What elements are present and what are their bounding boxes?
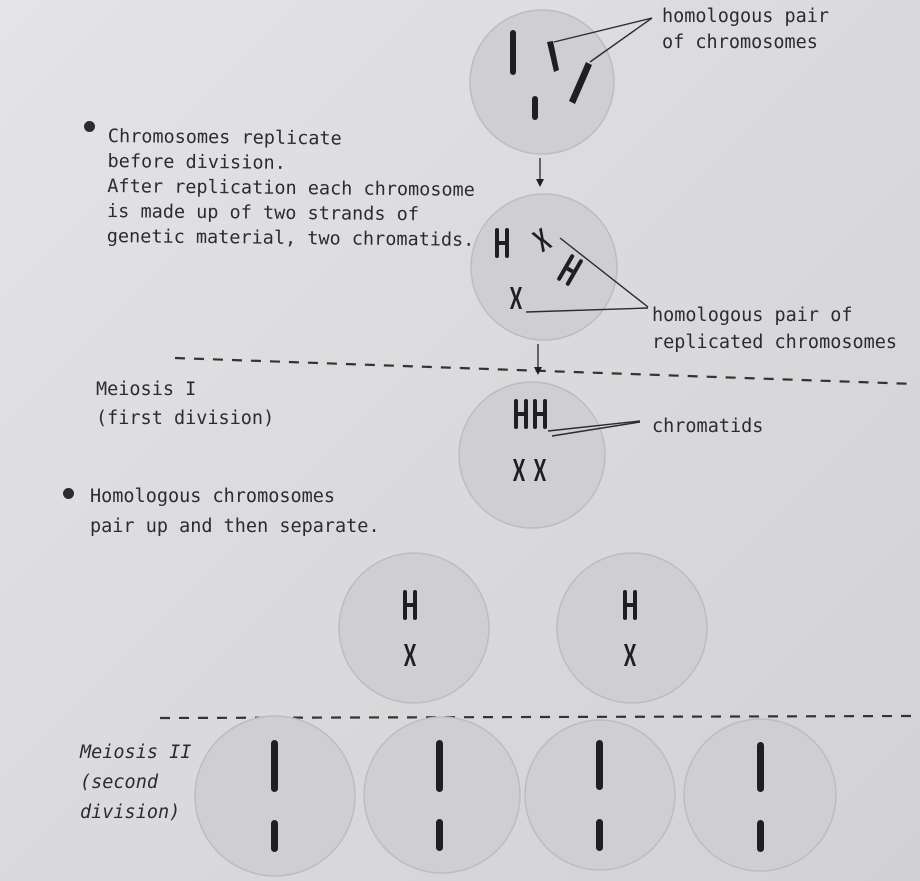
meiosis-ii-title: Meiosis II (second division): [80, 742, 192, 823]
cell-daughter-right: [556, 552, 708, 704]
cell-meiosis-ii-2: [363, 716, 521, 874]
chromosome: [436, 819, 443, 851]
chromosome: [532, 96, 538, 120]
cell-meiosis-ii-4: [683, 718, 837, 872]
cell-meiosis-i: [458, 381, 606, 529]
label-replicated-pair: homologous pair of replicated chromosome…: [652, 305, 898, 353]
chromosome: [510, 30, 516, 75]
chromosome: [569, 62, 592, 104]
chromosome: [596, 740, 603, 790]
chromosome: [596, 819, 603, 851]
note-replicate: Chromosomes replicate before division. A…: [106, 125, 475, 251]
chromosome: [757, 742, 764, 792]
cell-unreplicated: [469, 9, 615, 155]
meiosis-i-title: Meiosis I (first division): [96, 379, 275, 429]
bullet-point: [63, 488, 74, 499]
cell-meiosis-ii-1: [194, 715, 356, 877]
chromosome: [271, 740, 278, 792]
bullet-point: [84, 121, 95, 132]
label-chromatids: chromatids: [652, 416, 764, 437]
cell-meiosis-ii-3: [524, 719, 676, 871]
cell-replicated: [470, 193, 618, 341]
meiosis-ii-boundary: [159, 714, 916, 720]
chromosome: [436, 740, 443, 792]
chromosome: [547, 41, 559, 72]
cell-daughter-left: [338, 552, 490, 704]
chromosome: [757, 820, 764, 852]
meiosis-i-boundary: [174, 356, 916, 386]
label-homologous-pair: homologous pair of chromosomes: [662, 6, 830, 53]
note-homologous: Homologous chromosomes pair up and then …: [90, 486, 380, 537]
chromosome: [271, 820, 278, 852]
